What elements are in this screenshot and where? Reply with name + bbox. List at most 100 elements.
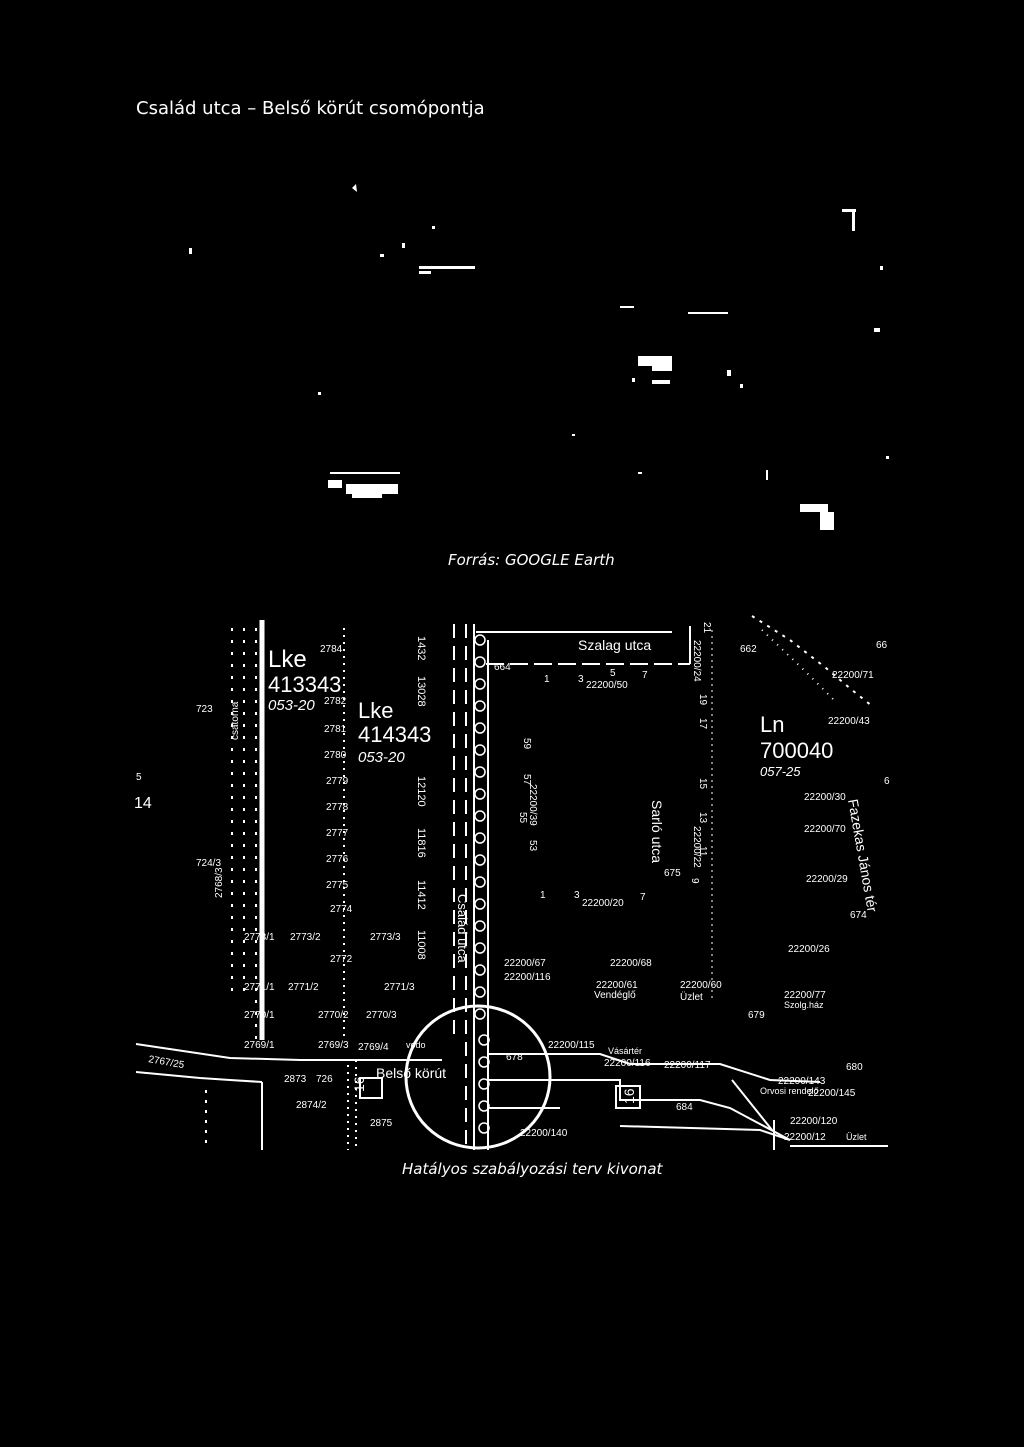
parcel-label: 674: [850, 910, 867, 921]
parcel-label: 14: [134, 795, 152, 812]
zone-code: Lke: [358, 698, 393, 723]
parcel-label: 2771/2: [288, 982, 319, 993]
zone-sub: 053-20: [268, 697, 315, 714]
parcel-label: 2774: [330, 904, 353, 915]
aerial-speck: [419, 266, 475, 269]
parcel-label: 675: [664, 868, 681, 879]
parcel-label: 664: [494, 662, 511, 673]
parcel-label: Üzlet: [846, 1132, 867, 1142]
road-marker: [359, 1077, 383, 1099]
road-line: [731, 1079, 773, 1131]
parcel-label: 3: [574, 890, 580, 901]
street-trees: [474, 634, 490, 1134]
parcel-label: 2770/1: [244, 1010, 275, 1021]
parcel-label: 66: [876, 640, 888, 651]
parcel-label: 22200/71: [832, 670, 874, 681]
aerial-speck: [820, 512, 834, 530]
parcel-label: 22200/61: [596, 980, 638, 991]
parcel-label: 22200/116: [604, 1058, 651, 1069]
parcel-label: 22200/145: [808, 1088, 856, 1099]
zone-number: 700040: [760, 738, 833, 763]
parcel-label: Vásártér: [608, 1046, 642, 1056]
parcel-label: 22200/77: [784, 990, 826, 1001]
road-number: 16: [351, 1076, 367, 1092]
road-number: 16: [621, 1088, 637, 1104]
parcel-label: 22200/29: [806, 874, 848, 885]
parcel-label: 22200/140: [520, 1128, 568, 1139]
parcel-label: 2770/2: [318, 1010, 349, 1021]
aerial-speck: [352, 494, 382, 498]
aerial-speck: [330, 472, 400, 474]
parcel-label: 11: [697, 846, 708, 857]
square-edge: [751, 615, 873, 707]
street-name: Fazekas János tér: [845, 798, 881, 914]
parcel-label: 13: [697, 812, 708, 824]
parcel-label: 22200/39: [527, 784, 538, 826]
street-name: Család utca: [455, 894, 470, 963]
parcel-label: 2775: [326, 880, 349, 891]
parcel-label: 2874/2: [296, 1100, 327, 1111]
aerial-speck: [352, 184, 357, 192]
parcel-label: 662: [740, 644, 757, 655]
parcel-label: 22200/143: [778, 1076, 826, 1087]
aerial-speck: [874, 328, 880, 332]
aerial-speck: [688, 312, 728, 314]
parcel-label: 1: [540, 890, 546, 901]
street-name: Belső körút: [376, 1065, 446, 1081]
parcel-label: 723: [196, 704, 213, 715]
parcel-label: 2784: [320, 644, 343, 655]
zone-sub: 053-20: [358, 749, 405, 766]
aerial-speck: [318, 392, 321, 395]
parcel-label: 2769/3: [318, 1040, 349, 1051]
aerial-speck: [189, 248, 192, 254]
aerial-speck: [402, 243, 405, 248]
street-name: Szalag utca: [578, 637, 651, 653]
chainage-label: 11008: [415, 930, 427, 960]
road-line: [619, 1125, 791, 1141]
parcel-label: 2771/1: [244, 982, 275, 993]
parcel-label: 22200/43: [828, 716, 870, 727]
aerial-speck: [880, 266, 883, 270]
parcel-label: 22200/120: [790, 1116, 838, 1127]
parcel-label: 22200/12: [784, 1132, 826, 1143]
parcel-label: 53: [527, 840, 538, 852]
parcel-label: 22200/26: [788, 944, 830, 955]
parcel-label: 22200/30: [804, 792, 846, 803]
page-heading: Család utca – Belső körút csomópontja: [136, 98, 485, 119]
zone-sub: 057-25: [760, 764, 801, 779]
parcel-label: 17: [697, 718, 708, 730]
parcel-label: 724/3: [196, 858, 221, 869]
parcel-label: 2769/4: [358, 1042, 389, 1053]
chainage-label: 13028: [415, 676, 427, 707]
aerial-speck: [842, 209, 856, 212]
parcel-label: 2777: [326, 828, 349, 839]
parcel-label: 2768/3: [214, 867, 225, 898]
parcel-label: 22200/70: [804, 824, 846, 835]
zone-number: 413343: [268, 672, 341, 697]
parcel-label: 2773/1: [244, 932, 275, 943]
parcel-label: 22200/67: [504, 958, 546, 969]
zone-code: Lke: [268, 646, 307, 673]
parcel-label: 2773/2: [290, 932, 321, 943]
aerial-speck: [620, 306, 634, 308]
parcel-label: 22200/22: [691, 826, 702, 868]
aerial-speck: [432, 226, 435, 229]
parcel-label: 22200/115: [548, 1040, 595, 1051]
parcel-label: vodo: [406, 1040, 426, 1050]
parcel-label: 2776: [326, 854, 349, 865]
road-marker: [615, 1085, 641, 1109]
parcel-label: 22200/117: [664, 1060, 711, 1071]
aerial-speck: [727, 370, 731, 376]
parcel-label: 2770/3: [366, 1010, 397, 1021]
parcel-label: 5: [136, 772, 142, 783]
parcel-label: 2778: [326, 802, 349, 813]
parcel-label: 2782: [324, 696, 347, 707]
chainage-label: 12120: [415, 776, 427, 807]
street-name: csatorna: [230, 701, 241, 740]
chainage-label: 11816: [415, 828, 427, 858]
aerial-speck: [852, 209, 855, 231]
aerial-speck: [328, 480, 342, 488]
parcel-label: 22200/68: [610, 958, 652, 969]
